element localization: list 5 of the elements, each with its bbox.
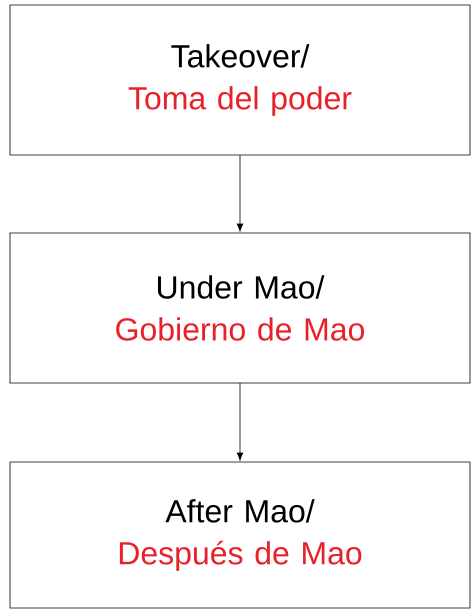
process-box: Under Mao/ Gobierno de Mao [10, 232, 470, 384]
process-box: After Mao/ Después de Mao [10, 462, 470, 608]
arrow [236, 383, 244, 460]
arrow [236, 155, 244, 232]
process-box: Takeover/ Toma del poder [10, 4, 470, 156]
